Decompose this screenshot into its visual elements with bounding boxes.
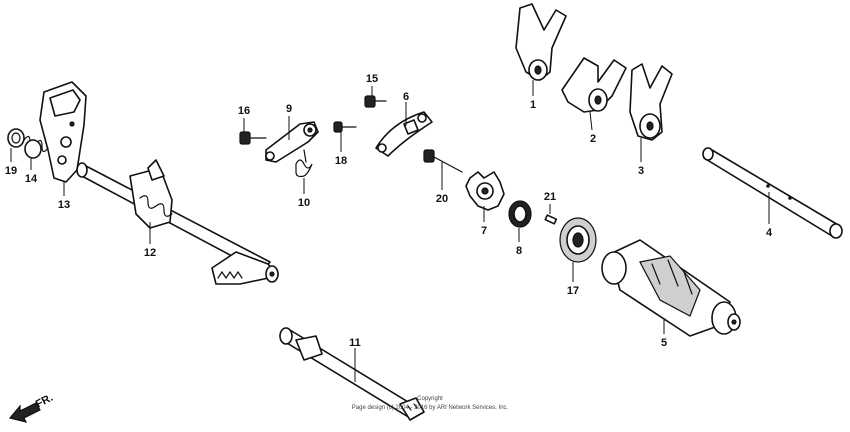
part-21-dowel-pin <box>544 214 558 225</box>
callout-15: 15 <box>366 73 378 85</box>
part-1-shift-fork <box>515 3 567 81</box>
front-label: FR. <box>34 392 55 411</box>
callout-3: 3 <box>638 165 644 177</box>
part-2-shift-fork <box>561 57 627 113</box>
copyright-line-1: Copyright <box>417 396 443 402</box>
leader-lines <box>10 80 770 382</box>
copyright-notice: Copyright Page design (c) 2004 - 2016 by… <box>352 396 509 411</box>
callout-14: 14 <box>25 173 38 185</box>
callout-16: 16 <box>238 105 250 117</box>
callout-12: 12 <box>144 247 156 259</box>
callout-18: 18 <box>335 155 347 167</box>
part-3-shift-fork <box>629 63 673 141</box>
callout-11: 11 <box>349 337 361 349</box>
part-8-bearing <box>508 200 532 228</box>
front-direction-indicator: FR. <box>8 392 55 423</box>
callout-7: 7 <box>481 225 487 237</box>
part-20-bolt <box>423 149 463 173</box>
callout-19: 19 <box>5 165 17 177</box>
callout-13: 13 <box>58 199 70 211</box>
part-5-shift-drum <box>601 239 741 337</box>
part-19-circlip <box>7 128 25 148</box>
part-13-shift-plate <box>39 81 87 183</box>
part-10-return-spring <box>295 149 313 178</box>
front-arrow-icon <box>8 402 41 423</box>
callout-5: 5 <box>661 337 667 349</box>
callout-numbers: 1 2 3 4 5 6 7 8 9 10 11 12 13 14 15 16 1… <box>5 73 773 349</box>
callout-10: 10 <box>298 197 310 209</box>
part-17-bearing <box>559 217 597 263</box>
callout-1: 1 <box>530 99 536 111</box>
part-4-fork-shaft <box>702 147 843 239</box>
copyright-line-2: Page design (c) 2004 - 2016 by ARI Netwo… <box>352 405 509 411</box>
part-16-bolt <box>239 131 267 145</box>
callout-8: 8 <box>516 245 522 257</box>
part-6-guide-plate <box>375 111 433 157</box>
part-18-bolt <box>333 121 357 133</box>
part-7-drum-center <box>465 171 505 211</box>
part-15-bolt <box>364 95 387 108</box>
part-9-stopper-arm <box>265 121 319 163</box>
callout-4: 4 <box>766 227 773 239</box>
callout-20: 20 <box>436 193 448 205</box>
part-12-gearshift-spindle <box>76 159 279 285</box>
callout-2: 2 <box>590 133 596 145</box>
callout-9: 9 <box>286 103 292 115</box>
callout-17: 17 <box>567 285 579 297</box>
part-11-spindle-shaft <box>279 327 425 421</box>
callout-6: 6 <box>403 91 409 103</box>
callout-21: 21 <box>544 191 556 203</box>
part-14-spring <box>23 135 49 159</box>
